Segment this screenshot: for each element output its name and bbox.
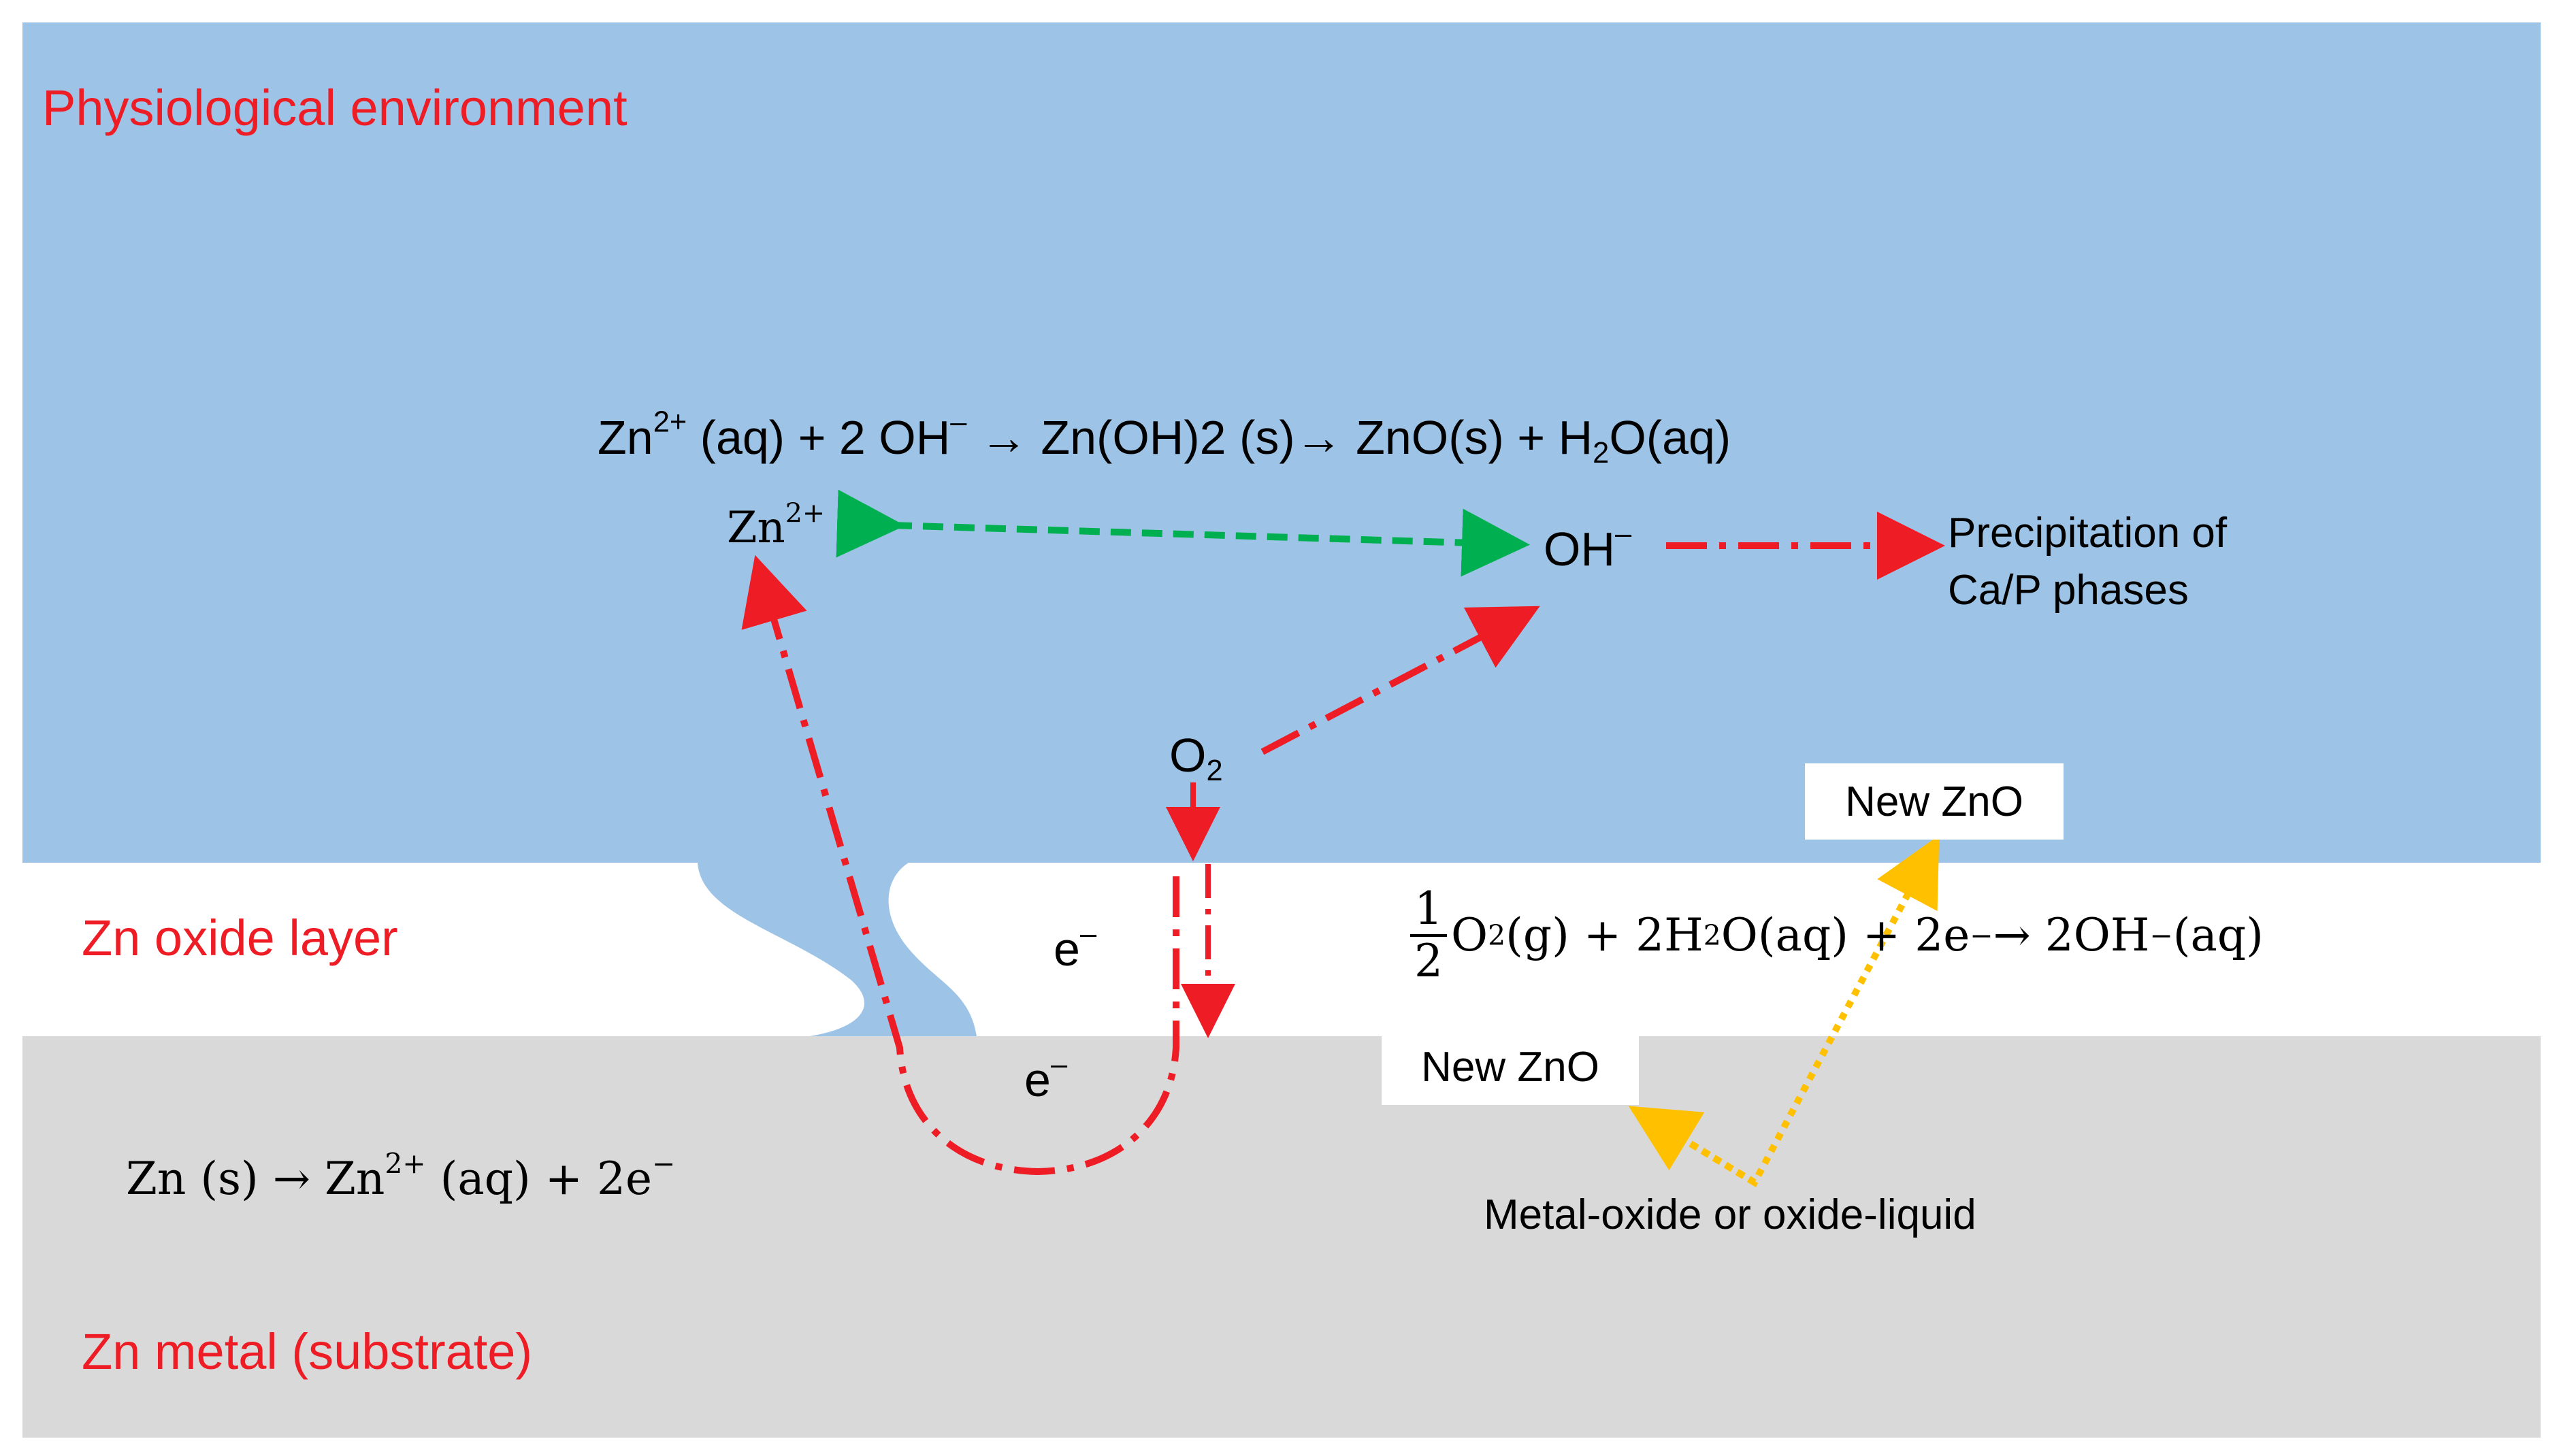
red-arrow-o2-to-oh [1260, 606, 1540, 755]
species-zn-ion: Zn2+ [727, 497, 826, 553]
label-zn-oxide-layer: Zn oxide layer [82, 910, 398, 966]
new-zno-box-bottom: New ZnO [1382, 1029, 1639, 1105]
yellow-dotted-arrow-left [1628, 1106, 1757, 1186]
red-u-path [741, 555, 1179, 1176]
oxide-layer-region [22, 863, 2541, 1036]
equation-precipitation: Zn2+ (aq) + 2 OH– → Zn(OH)2 (s)→ ZnO(s) … [598, 406, 1731, 470]
label-zn-metal-substrate: Zn metal (substrate) [82, 1323, 533, 1380]
species-hydroxide: OH– [1544, 517, 1632, 576]
equation-anodic: Zn (s) → Zn2+ (aq) + 2e− [126, 1147, 676, 1205]
green-dashed-arrow [836, 489, 1530, 577]
species-electron-oxide: e– [1054, 917, 1097, 976]
oxide-pit [698, 863, 977, 1036]
annotation-interface: Metal-oxide or oxide-liquid [1484, 1191, 1976, 1238]
species-oxygen: O2 [1169, 729, 1223, 788]
fraction-one-half: 1 2 [1410, 884, 1447, 986]
liquid-region [22, 22, 2541, 863]
species-electron-metal: e– [1024, 1048, 1068, 1106]
new-zno-box-top: New ZnO [1805, 763, 2064, 840]
annotation-precipitation: Precipitation of Ca/P phases [1948, 510, 2228, 614]
metal-substrate-region [22, 1036, 2541, 1438]
label-physiological-environment: Physiological environment [42, 80, 627, 136]
